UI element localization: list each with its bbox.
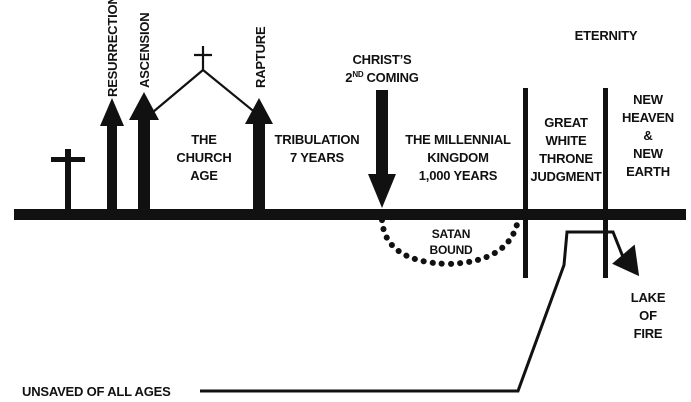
- new-heaven-earth-label: NEW HEAVEN & NEW EARTH: [622, 92, 674, 179]
- judgment-divider-left: [523, 88, 528, 278]
- svg-text:THRONE: THRONE: [539, 151, 593, 166]
- svg-text:KINGDOM: KINGDOM: [427, 150, 488, 165]
- svg-text:AGE: AGE: [190, 168, 218, 183]
- church-age-label: THE CHURCH AGE: [176, 132, 231, 183]
- satan-bound-arc: [379, 217, 521, 268]
- svg-text:NEW: NEW: [633, 146, 664, 161]
- church-roof-icon: [152, 46, 258, 115]
- svg-text:EARTH: EARTH: [626, 164, 670, 179]
- second-superscript: ND: [352, 70, 364, 79]
- svg-text:THE MILLENNIAL: THE MILLENNIAL: [405, 132, 511, 147]
- coming-text: COMING: [366, 70, 418, 85]
- judgment-divider-right: [603, 88, 608, 278]
- timeline-bar: [14, 209, 686, 220]
- resurrection-label: RESURRECTION: [105, 0, 120, 97]
- resurrection-arrow-icon: [100, 98, 124, 212]
- svg-text:BOUND: BOUND: [430, 243, 474, 257]
- ascension-label: ASCENSION: [137, 13, 152, 89]
- svg-text:FIRE: FIRE: [634, 326, 663, 341]
- eternity-label: ETERNITY: [575, 28, 638, 43]
- unsaved-path-line: [200, 230, 625, 393]
- svg-text:LAKE: LAKE: [631, 290, 666, 305]
- svg-text:CHURCH: CHURCH: [176, 150, 231, 165]
- svg-text:CHRIST’S: CHRIST’S: [352, 52, 412, 67]
- svg-text:HEAVEN: HEAVEN: [622, 110, 674, 125]
- millennial-kingdom-label: THE MILLENNIAL KINGDOM 1,000 YEARS: [405, 132, 511, 183]
- rapture-label: RAPTURE: [253, 26, 268, 88]
- svg-text:7 YEARS: 7 YEARS: [290, 150, 345, 165]
- svg-text:1,000 YEARS: 1,000 YEARS: [419, 168, 498, 183]
- cross-icon: [51, 149, 85, 211]
- satan-bound-label: SATAN BOUND: [430, 227, 474, 257]
- svg-text:THE: THE: [191, 132, 217, 147]
- ascension-arrow-icon: [129, 92, 159, 212]
- svg-text:OF: OF: [639, 308, 657, 323]
- great-white-throne-label: GREAT WHITE THRONE JUDGMENT: [530, 115, 602, 184]
- unsaved-label: UNSAVED OF ALL AGES: [22, 384, 171, 399]
- svg-text:&: &: [643, 128, 652, 143]
- second-coming-arrow-icon: [368, 90, 396, 208]
- lake-of-fire-arrowhead-icon: [612, 244, 640, 277]
- svg-text:TRIBULATION: TRIBULATION: [275, 132, 360, 147]
- svg-text:SATAN: SATAN: [432, 227, 471, 241]
- svg-text:WHITE: WHITE: [546, 133, 587, 148]
- lake-of-fire-label: LAKE OF FIRE: [631, 290, 666, 341]
- tribulation-label: TRIBULATION 7 YEARS: [275, 132, 360, 165]
- second-number: 2: [345, 70, 352, 85]
- rapture-arrow-icon: [245, 98, 273, 212]
- svg-text:JUDGMENT: JUDGMENT: [530, 169, 602, 184]
- svg-text:NEW: NEW: [633, 92, 664, 107]
- svg-text:GREAT: GREAT: [544, 115, 588, 130]
